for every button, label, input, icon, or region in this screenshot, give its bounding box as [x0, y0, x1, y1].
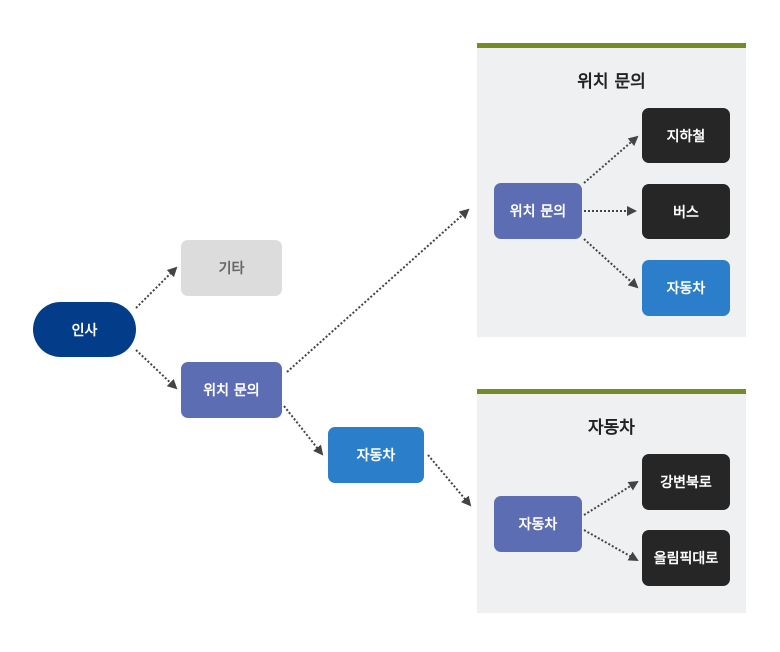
panel-title: 자동차: [588, 418, 635, 438]
edge-p2-to-gangbyeon: [583, 480, 639, 516]
edge-location-to-car: [283, 405, 324, 456]
panel1-target-subway[interactable]: 지하철: [642, 108, 730, 163]
node-other[interactable]: 기타: [181, 240, 282, 296]
node-location-inquiry[interactable]: 위치 문의: [181, 362, 282, 418]
edge-p2-to-olympic: [583, 529, 639, 561]
node-car[interactable]: 자동차: [328, 427, 424, 483]
edge-location-to-panel: [286, 208, 470, 373]
panel2-source-car[interactable]: 자동차: [494, 496, 582, 552]
edge-p1-to-car: [583, 238, 639, 289]
edge-p1-to-subway: [583, 135, 639, 184]
panel2-target-gangbyeon[interactable]: 강변북로: [642, 454, 730, 510]
panel-title: 위치 문의: [577, 72, 646, 92]
panel1-source-location-inquiry[interactable]: 위치 문의: [494, 183, 582, 239]
panel-header-bar: [477, 389, 746, 394]
edge-greeting-to-location: [135, 349, 178, 390]
panel1-target-bus[interactable]: 버스: [642, 184, 730, 239]
edge-car-to-panel: [427, 454, 472, 507]
panel2-target-olympic[interactable]: 올림픽대로: [642, 530, 730, 586]
edge-greeting-to-other: [135, 266, 178, 309]
panel-header-bar: [477, 43, 746, 48]
panel1-target-car[interactable]: 자동차: [642, 260, 730, 316]
node-greeting[interactable]: 인사: [33, 302, 136, 357]
